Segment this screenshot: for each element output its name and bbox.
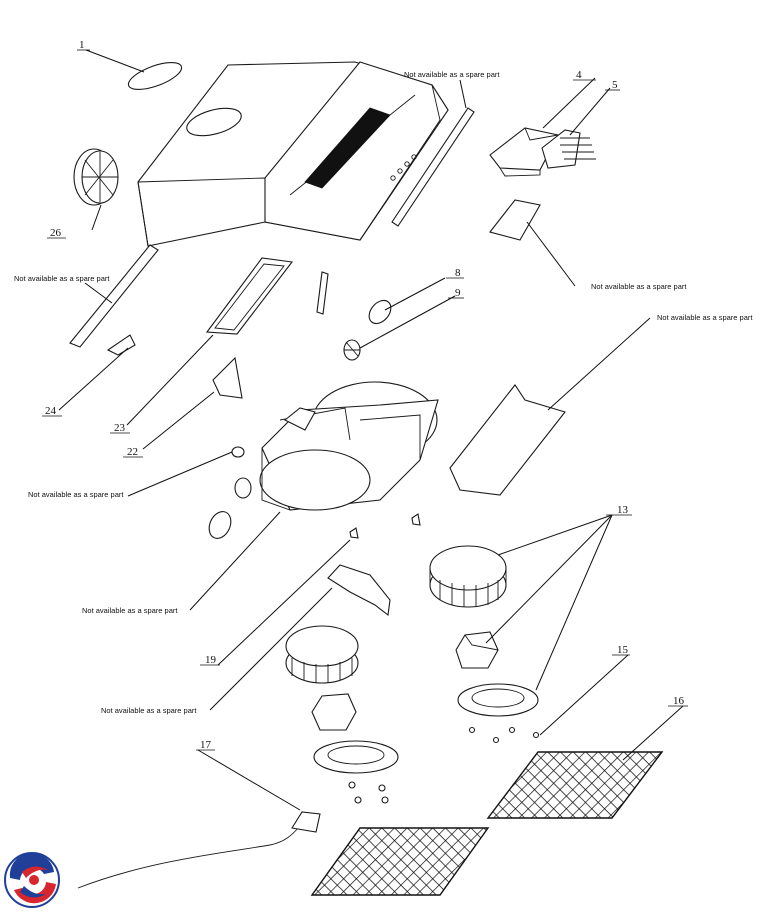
note-not-spare-screw: Not available as a spare part bbox=[101, 706, 197, 715]
hood-body bbox=[137, 61, 449, 247]
callout-22: 22 bbox=[123, 446, 143, 458]
leader-lines bbox=[58, 49, 684, 811]
callout-9: 9 bbox=[448, 287, 464, 299]
callout-number-15: 15 bbox=[617, 644, 629, 656]
callout-number-13: 13 bbox=[617, 504, 629, 516]
lamp-cover bbox=[208, 511, 232, 539]
screw-small-2 bbox=[349, 527, 359, 539]
part-5-terminal-block bbox=[541, 129, 596, 169]
callout-19: 19 bbox=[200, 654, 220, 666]
callout-16: 16 bbox=[668, 695, 688, 707]
note-not-spare-control-strip: Not available as a spare part bbox=[404, 70, 500, 79]
note-not-spare-side-rail: Not available as a spare part bbox=[14, 274, 110, 283]
side-rail bbox=[69, 244, 159, 348]
part-24-clip bbox=[106, 334, 136, 356]
part-8-lamp bbox=[368, 299, 392, 325]
callout-number-19: 19 bbox=[205, 654, 217, 666]
callout-number-22: 22 bbox=[127, 446, 138, 458]
callout-17: 17 bbox=[196, 739, 215, 751]
callout-number-24: 24 bbox=[45, 405, 57, 417]
part-13-blower-right bbox=[429, 545, 507, 608]
callout-number-1: 1 bbox=[79, 39, 85, 51]
screw-set bbox=[348, 726, 540, 804]
strip-center bbox=[316, 271, 329, 315]
part-16-grease-filter-right bbox=[486, 751, 664, 819]
motor-plate-left bbox=[313, 740, 399, 774]
screw-small bbox=[411, 513, 421, 526]
brand-logo bbox=[4, 852, 60, 908]
motor-housing bbox=[259, 381, 439, 511]
callout-23: 23 bbox=[110, 422, 130, 434]
callout-4: 4 bbox=[573, 69, 596, 81]
callout-number-9: 9 bbox=[455, 287, 461, 299]
grease-filter-left bbox=[310, 827, 490, 896]
callout-13: 13 bbox=[606, 504, 632, 516]
part-1-round-cover bbox=[127, 62, 183, 90]
note-not-spare-motor-housing: Not available as a spare part bbox=[82, 606, 178, 615]
part-23-filter-frame bbox=[205, 257, 294, 335]
callout-number-26: 26 bbox=[50, 227, 62, 239]
control-strip bbox=[391, 107, 475, 227]
bottom-tray bbox=[449, 384, 566, 496]
hood-buttons bbox=[390, 154, 417, 181]
callout-15: 15 bbox=[612, 644, 630, 656]
note-not-spare-bracket: Not available as a spare part bbox=[591, 282, 687, 291]
part-26-duct-collar bbox=[73, 148, 119, 206]
callout-number-17: 17 bbox=[200, 739, 212, 751]
part-19-bracket bbox=[327, 564, 391, 617]
lamp-holder-2 bbox=[234, 477, 252, 499]
callout-number-8: 8 bbox=[455, 267, 461, 279]
callout-number-16: 16 bbox=[673, 695, 685, 707]
part-13-motor-plate-right bbox=[457, 683, 539, 717]
motor-left bbox=[311, 693, 357, 731]
callout-1: 1 bbox=[77, 39, 90, 51]
callout-number-5: 5 bbox=[612, 79, 618, 91]
part-17-power-cord bbox=[77, 811, 321, 889]
bracket-top-right bbox=[489, 199, 541, 241]
callout-8: 8 bbox=[446, 267, 464, 279]
part-22-plate bbox=[212, 356, 243, 399]
note-not-spare-knob: Not available as a spare part bbox=[28, 490, 124, 499]
blower-left bbox=[285, 625, 359, 684]
callout-number-4: 4 bbox=[576, 69, 582, 81]
callout-24: 24 bbox=[42, 405, 62, 417]
callout-26: 26 bbox=[47, 227, 66, 239]
knob-small bbox=[231, 446, 245, 458]
part-9-lamp-holder bbox=[343, 339, 361, 361]
callout-number-23: 23 bbox=[114, 422, 126, 434]
note-not-spare-bottom-tray: Not available as a spare part bbox=[657, 313, 753, 322]
callout-5: 5 bbox=[605, 79, 620, 91]
